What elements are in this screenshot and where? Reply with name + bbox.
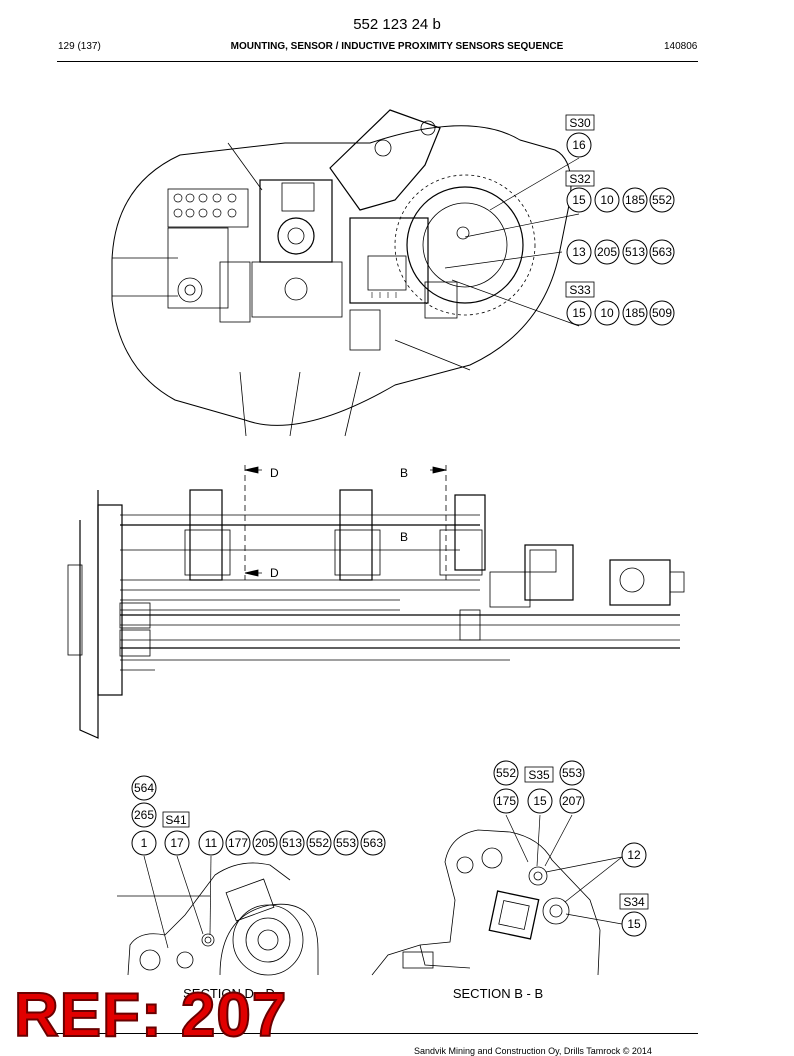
label-s35: S35 <box>528 768 550 782</box>
callout-dd-item: 563 <box>363 836 383 850</box>
section-dd-caption: SECTION D - D <box>183 986 275 1001</box>
section-dd-callouts: 564 265 S41 1 17 11 177 205 513 552 553 … <box>131 775 386 856</box>
callout-mid-item: 13 <box>572 245 586 259</box>
footer-divider <box>57 1033 698 1034</box>
document-date: 140806 <box>664 41 698 52</box>
callout-552: 552 <box>496 766 516 780</box>
top-view-assembly <box>111 109 572 437</box>
callout-dd-item: 1 <box>141 836 148 850</box>
label-s41: S41 <box>165 813 187 827</box>
callout-s33-item: 15 <box>572 306 586 320</box>
callout-s33-item: 509 <box>652 306 672 320</box>
callout-s32-item: 185 <box>625 193 645 207</box>
callout-s33-item: 10 <box>600 306 614 320</box>
callout-dd-item: 17 <box>170 836 184 850</box>
callout-s32-item: 15 <box>572 193 586 207</box>
callout-mid-item: 205 <box>597 245 617 259</box>
section-bb-caption: SECTION B - B <box>453 986 543 1001</box>
callout-265: 265 <box>134 808 154 822</box>
page-title: MOUNTING, SENSOR / INDUCTIVE PROXIMITY S… <box>230 41 564 52</box>
callout-bb-item: 175 <box>496 794 516 808</box>
section-b-top-label: B <box>400 466 408 480</box>
section-bb-drawing <box>371 829 601 976</box>
section-bb-callouts: 552 S35 553 175 15 207 12 S34 15 <box>493 760 649 937</box>
callout-dd-item: 513 <box>282 836 302 850</box>
top-callouts: S30 16 S32 15 10 185 552 13 205 513 563 … <box>565 114 675 326</box>
reference-stamp: REF: 207 <box>13 980 288 1051</box>
label-s30: S30 <box>569 116 591 130</box>
callout-564: 564 <box>134 781 154 795</box>
callout-mid-item: 513 <box>625 245 645 259</box>
callout-dd-item: 177 <box>228 836 248 850</box>
document-number: 552 123 24 b <box>353 16 441 33</box>
callout-dd-item: 553 <box>336 836 356 850</box>
callout-16: 16 <box>572 138 586 152</box>
callout-s32-item: 10 <box>600 193 614 207</box>
section-d-bottom-label: D <box>270 566 279 580</box>
callout-dd-item: 11 <box>205 836 218 850</box>
label-s34: S34 <box>623 895 645 909</box>
callout-bb-item: 15 <box>533 794 547 808</box>
copyright-text: Sandvik Mining and Construction Oy, Dril… <box>414 1046 652 1056</box>
callout-12: 12 <box>627 848 641 862</box>
callout-dd-item: 205 <box>255 836 275 850</box>
callout-bb-item: 207 <box>562 794 582 808</box>
header-divider <box>57 61 698 62</box>
side-view-assembly <box>67 489 685 739</box>
callout-s34-item: 15 <box>627 917 641 931</box>
label-s33: S33 <box>569 283 591 297</box>
callout-dd-item: 552 <box>309 836 329 850</box>
section-dd-drawing <box>117 862 319 976</box>
section-cut-lines <box>244 465 447 580</box>
label-s32: S32 <box>569 172 591 186</box>
callout-553: 553 <box>562 766 582 780</box>
callout-mid-item: 563 <box>652 245 672 259</box>
page-number: 129 (137) <box>58 41 101 52</box>
callout-s33-item: 185 <box>625 306 645 320</box>
leader-lines <box>143 157 623 949</box>
section-b-bottom-label: B <box>400 530 408 544</box>
section-d-top-label: D <box>270 466 279 480</box>
callout-s32-item: 552 <box>652 193 672 207</box>
